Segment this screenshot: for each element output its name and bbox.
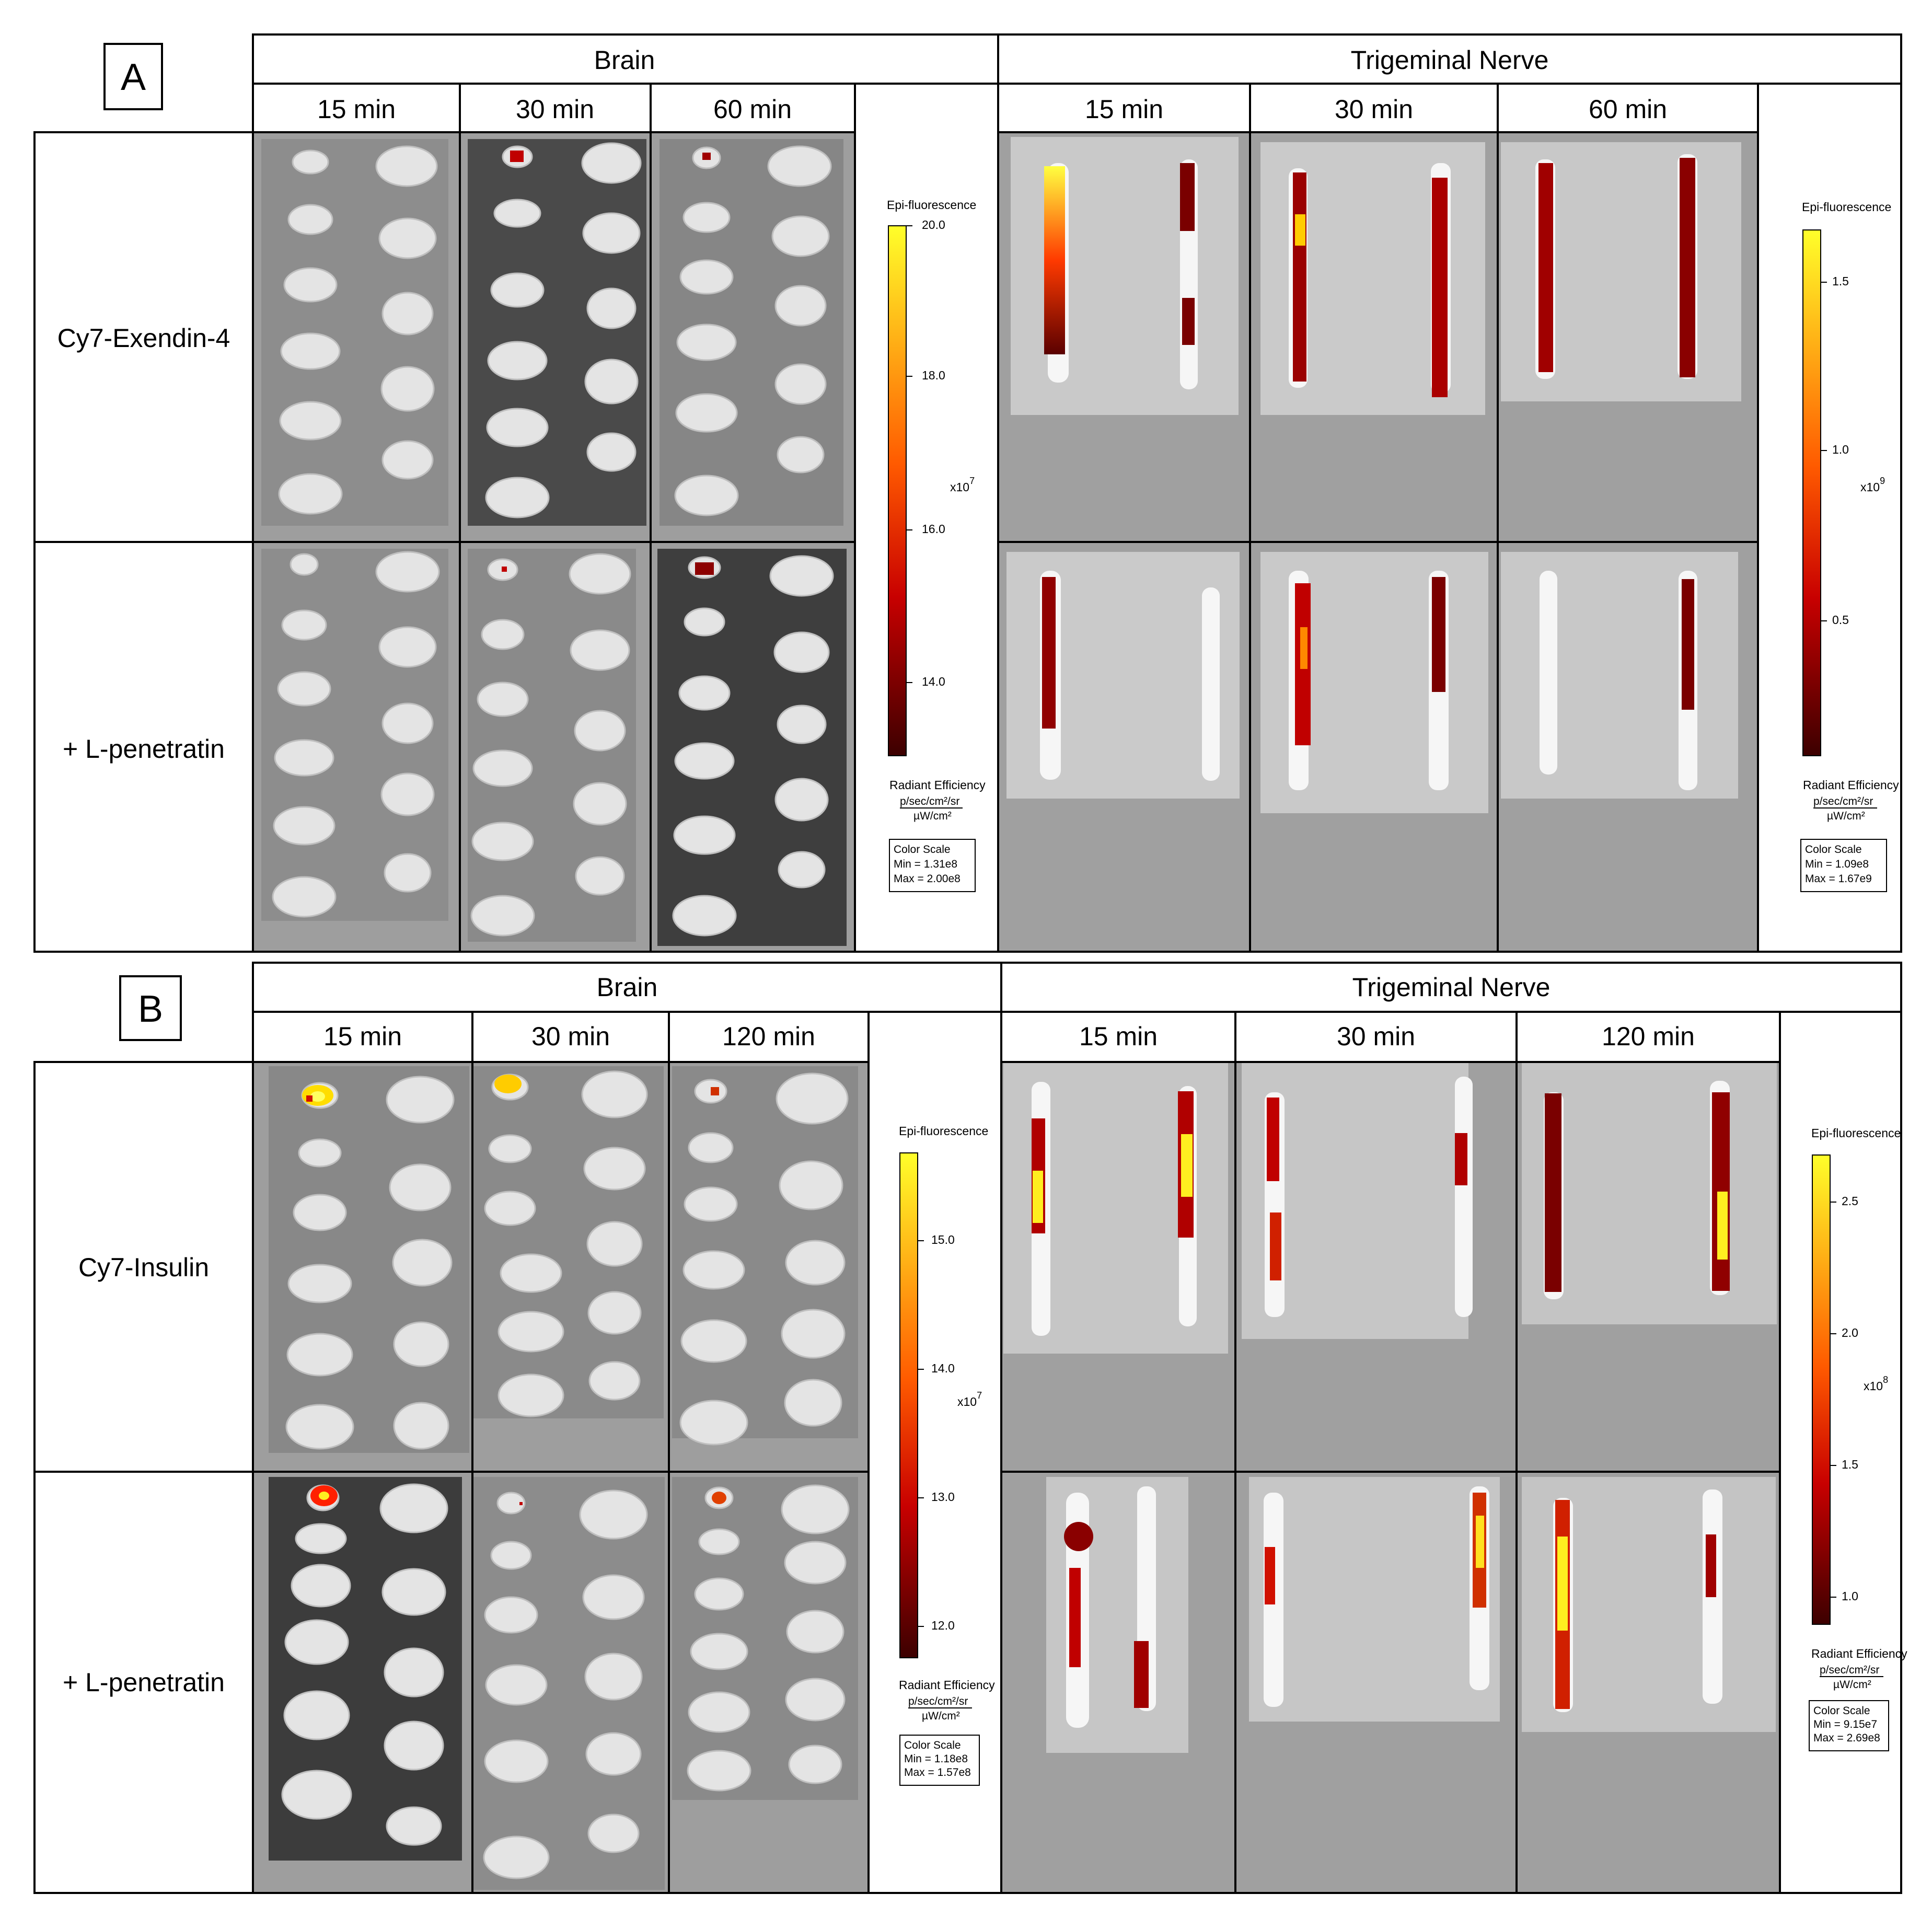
- scale-box-min: Min = 1.31e8: [894, 858, 957, 870]
- scale-box-max: Max = 2.69e8: [1813, 1732, 1880, 1744]
- nerves: [1032, 1077, 1730, 1728]
- scale-box-max: Max = 2.00e8: [894, 873, 961, 885]
- scale-unit-num: p/sec/cm²/sr: [1820, 1664, 1879, 1676]
- time-label: 30 min: [1337, 1022, 1415, 1051]
- scale-unit-num: p/sec/cm²/sr: [1813, 795, 1873, 807]
- scale-bar: [899, 1152, 918, 1658]
- nerve-header: Trigeminal Nerve: [1352, 973, 1551, 1002]
- scale-title: Epi-fluorescence: [899, 1124, 988, 1138]
- time-label: 60 min: [713, 95, 792, 124]
- scale-tick: 1.5: [1842, 1458, 1858, 1471]
- scale-tick: 2.0: [1842, 1326, 1858, 1339]
- scale-unit-num: p/sec/cm²/sr: [908, 1695, 968, 1707]
- brain-slices: [272, 142, 834, 937]
- scale-tick: 13.0: [931, 1490, 955, 1504]
- scale-tick: 15.0: [931, 1233, 955, 1246]
- scale-unit-num: p/sec/cm²/sr: [900, 795, 959, 807]
- scale-multiplier: x108: [1864, 1375, 1888, 1393]
- scale-title: Epi-fluorescence: [1802, 200, 1891, 214]
- scale-box-max: Max = 1.57e8: [904, 1766, 971, 1779]
- time-label: 60 min: [1589, 95, 1667, 124]
- scale-bar: [1802, 229, 1821, 756]
- scale-tick: 18.0: [922, 368, 945, 382]
- nerve-color-scale: Epi-fluorescence 1.5 1.0 0.5 x109 Radian…: [1800, 200, 1899, 892]
- row-label: Cy7-Insulin: [78, 1253, 209, 1282]
- time-label: 30 min: [1335, 95, 1413, 124]
- brain-header: Brain: [597, 973, 658, 1002]
- row-label: + L-penetratin: [63, 734, 225, 764]
- panel-a: A: [33, 33, 1902, 953]
- scale-box-min: Min = 1.09e8: [1805, 858, 1869, 870]
- scale-bar: [888, 225, 907, 756]
- nerve-image: [1522, 1063, 1777, 1324]
- scale-box-max: Max = 1.67e9: [1805, 873, 1872, 885]
- scale-unit-den: µW/cm²: [1827, 810, 1865, 822]
- time-label: 15 min: [317, 95, 396, 124]
- time-label: 120 min: [722, 1022, 815, 1051]
- scale-bar: [1812, 1154, 1831, 1625]
- scale-tick: 16.0: [922, 522, 945, 536]
- scale-info-box: [899, 1735, 980, 1786]
- scale-tick: 0.5: [1832, 613, 1849, 627]
- brain-hotspots: [502, 151, 714, 575]
- scale-multiplier: x109: [1860, 476, 1885, 494]
- time-label: 120 min: [1602, 1022, 1695, 1051]
- scale-title: Epi-fluorescence: [1811, 1126, 1901, 1140]
- nerve-image: [1501, 552, 1738, 799]
- scale-tick: 14.0: [931, 1361, 955, 1375]
- time-label: 30 min: [516, 95, 594, 124]
- scale-tick: 12.0: [931, 1619, 955, 1632]
- scale-tick: 2.5: [1842, 1194, 1858, 1208]
- scale-multiplier: x107: [957, 1390, 982, 1408]
- scale-tick: 1.0: [1842, 1589, 1858, 1603]
- brain-color-scale: Epi-fluorescence 15.0 14.0 13.0 12.0 x10…: [899, 1124, 995, 1786]
- scale-box-title: Color Scale: [1813, 1705, 1870, 1717]
- nerve-color-scale: Epi-fluorescence 2.5 2.0 1.5 1.0 x108 Ra…: [1809, 1126, 1907, 1751]
- time-label: 30 min: [531, 1022, 610, 1051]
- scale-info-box: [1809, 1700, 1889, 1751]
- scale-tick: 1.0: [1832, 443, 1849, 456]
- scale-tick: 1.5: [1832, 274, 1849, 288]
- scale-box-title: Color Scale: [1805, 844, 1862, 856]
- time-label: 15 min: [1079, 1022, 1158, 1051]
- scale-tick: 20.0: [922, 218, 945, 232]
- scale-unit-den: µW/cm²: [922, 1710, 960, 1722]
- nerve-header: Trigeminal Nerve: [1351, 45, 1549, 75]
- time-label: 15 min: [1085, 95, 1163, 124]
- nerve-image: [1249, 1477, 1500, 1722]
- panel-label-box: [119, 975, 182, 1041]
- grid-lines: [33, 33, 1902, 953]
- scale-unit-label: Radiant Efficiency: [1803, 778, 1899, 792]
- brain-header: Brain: [594, 45, 655, 75]
- scale-info-box: [889, 839, 976, 892]
- scale-multiplier: x107: [950, 476, 975, 494]
- panel-label: B: [138, 988, 163, 1030]
- scale-title: Epi-fluorescence: [887, 198, 976, 212]
- grid-lines: [33, 962, 1902, 1894]
- scale-box-title: Color Scale: [894, 844, 951, 856]
- scale-unit-label: Radiant Efficiency: [1811, 1647, 1907, 1660]
- scale-unit-label: Radiant Efficiency: [899, 1678, 995, 1692]
- nerves: [1040, 154, 1697, 790]
- row-label: + L-penetratin: [63, 1668, 225, 1697]
- panel-label: A: [121, 56, 146, 98]
- row-label: Cy7-Exendin-4: [57, 324, 230, 353]
- scale-box-title: Color Scale: [904, 1739, 961, 1751]
- brain-color-scale: Epi-fluorescence 20.0 18.0 16.0 14.0 x10…: [887, 198, 986, 892]
- scale-unit-label: Radiant Efficiency: [889, 778, 986, 792]
- scale-info-box: [1800, 839, 1887, 892]
- panel-b: B: [33, 962, 1907, 1894]
- scale-box-min: Min = 1.18e8: [904, 1753, 968, 1765]
- scale-unit-den: µW/cm²: [913, 810, 952, 822]
- panel-label-box: [103, 43, 163, 110]
- scale-box-min: Min = 9.15e7: [1813, 1718, 1877, 1730]
- time-label: 15 min: [323, 1022, 402, 1051]
- scale-tick: 14.0: [922, 675, 945, 688]
- scale-unit-den: µW/cm²: [1833, 1679, 1871, 1691]
- brain-hotspots: [302, 1075, 726, 1506]
